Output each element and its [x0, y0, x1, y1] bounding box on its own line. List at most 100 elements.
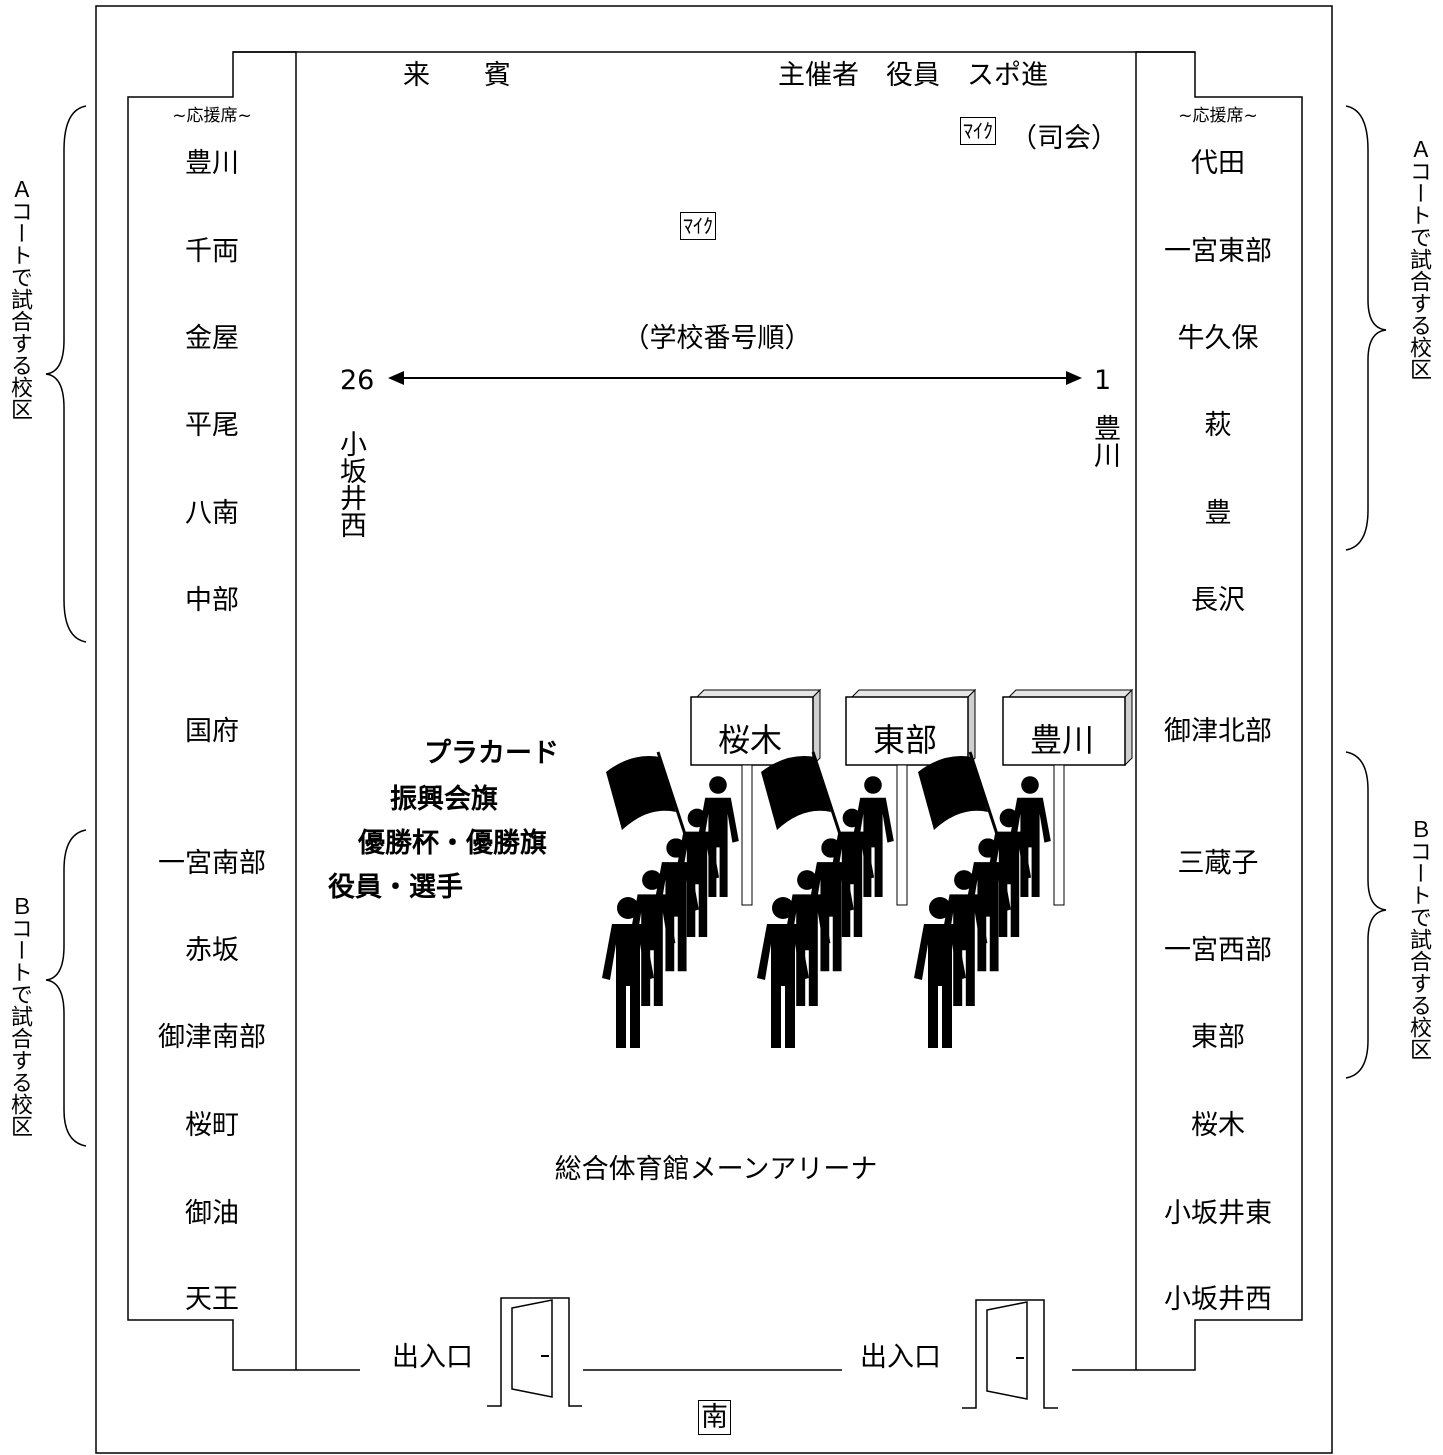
person-head: [617, 897, 639, 919]
microphone-icon: ﾏｲｸ: [680, 212, 716, 240]
right-brace-b: [1345, 751, 1387, 1079]
procession-line-athletes: 役員・選手: [328, 872, 463, 903]
last-entrant-school: 豊川: [1089, 414, 1120, 468]
entrance-label-left: 出入口: [392, 1342, 473, 1373]
left-school: 御油: [185, 1198, 239, 1229]
left-door: [487, 1297, 582, 1407]
placard-pole: [896, 764, 908, 906]
person-head: [978, 838, 998, 858]
left-school: 赤坂: [185, 935, 239, 966]
arena-name: 総合体育館メーンアリーナ: [554, 1154, 878, 1185]
first-entrant-school: 小坂井西: [335, 430, 366, 538]
person-head: [842, 808, 862, 828]
mic-top-right: ﾏｲｸ: [960, 117, 996, 145]
right-court-b-label: Ｂコートで試合する校区: [1406, 818, 1431, 1060]
person-body: [628, 894, 676, 1006]
south-marker: 南: [698, 1400, 731, 1435]
left-school: 天王: [185, 1284, 239, 1315]
right-door: [962, 1299, 1058, 1409]
person-body: [757, 924, 809, 1048]
person-body: [674, 831, 720, 937]
procession-group: [602, 688, 822, 1048]
flag-cloth: [761, 756, 831, 830]
procession-line-placard: プラカード: [424, 738, 559, 769]
south-label: 南: [698, 1400, 731, 1435]
right-stand-heading: ~応援席~: [1178, 106, 1258, 126]
left-brace-a: [45, 105, 87, 643]
left-court-a-label: Ａコートで試合する校区: [7, 178, 32, 420]
procession-group: [914, 688, 1134, 1048]
placard-label: 豊川: [1030, 721, 1095, 759]
person-body: [653, 862, 699, 972]
person-body: [808, 862, 854, 972]
right-school: 代田: [1191, 148, 1245, 179]
placard-board: [690, 696, 814, 766]
left-school: 桜町: [185, 1110, 239, 1141]
placard-top: [850, 689, 977, 698]
person-head: [642, 870, 662, 890]
right-school: 一宮西部: [1164, 935, 1272, 966]
right-school: 牛久保: [1177, 323, 1259, 354]
person-head: [864, 776, 882, 794]
person-body: [829, 831, 875, 937]
flag-cloth: [606, 756, 676, 830]
right-school: 萩: [1204, 410, 1232, 441]
mic-center: ﾏｲｸ: [680, 212, 716, 240]
placard-pole: [741, 764, 753, 906]
right-school: 御津北部: [1164, 716, 1272, 747]
placard-label: 東部: [873, 721, 938, 759]
guests-label: 来 賓: [403, 60, 511, 91]
person-head: [687, 808, 707, 828]
person-head: [666, 838, 686, 858]
person-body: [986, 831, 1032, 937]
right-school: 豊: [1204, 498, 1232, 529]
procession-line-flag: 振興会旗: [390, 784, 498, 815]
person-body: [914, 924, 966, 1048]
right-school: 小坂井東: [1164, 1198, 1272, 1229]
person-head: [999, 808, 1019, 828]
placard-top: [1007, 689, 1134, 698]
person-body: [1009, 797, 1051, 897]
placard-label: 桜木: [718, 721, 783, 759]
left-school: 中部: [185, 585, 239, 616]
right-school: 長沢: [1191, 585, 1245, 616]
left-school: 金屋: [185, 323, 239, 354]
left-school: 国府: [185, 716, 239, 747]
left-brace-b: [45, 829, 87, 1147]
placard-board: [845, 696, 969, 766]
person-body: [697, 797, 739, 897]
placard-pole: [1053, 764, 1065, 906]
mc-label: （司会）: [1010, 123, 1118, 154]
officials-label: 主催者 役員 スポ進: [778, 60, 1048, 91]
person-body: [602, 924, 654, 1048]
person-body: [965, 862, 1011, 972]
right-school: 三蔵子: [1177, 848, 1259, 879]
right-school: 一宮東部: [1164, 236, 1272, 267]
person-head: [954, 870, 974, 890]
right-brace-a: [1345, 105, 1387, 551]
person-head: [821, 838, 841, 858]
person-head: [1021, 776, 1039, 794]
left-school: 御津南部: [158, 1022, 266, 1053]
right-school: 東部: [1191, 1022, 1245, 1053]
person-head: [709, 776, 727, 794]
arrow-start-number: 26: [340, 365, 375, 396]
left-stand-heading: ~応援席~: [172, 106, 252, 126]
procession-line-trophy: 優勝杯・優勝旗: [358, 828, 547, 859]
arrow-end-number: 1: [1094, 365, 1112, 396]
right-school: 桜木: [1191, 1110, 1245, 1141]
left-school: 千両: [185, 236, 239, 267]
person-head: [772, 897, 794, 919]
person-body: [940, 894, 988, 1006]
placard-board: [1002, 696, 1126, 766]
person-head: [797, 870, 817, 890]
flag-cloth: [918, 756, 988, 830]
procession-group: [757, 688, 977, 1048]
right-court-a-label: Ａコートで試合する校区: [1406, 138, 1431, 380]
outer-frame: [95, 5, 1333, 1454]
left-school: 八南: [185, 498, 239, 529]
person-head: [929, 897, 951, 919]
